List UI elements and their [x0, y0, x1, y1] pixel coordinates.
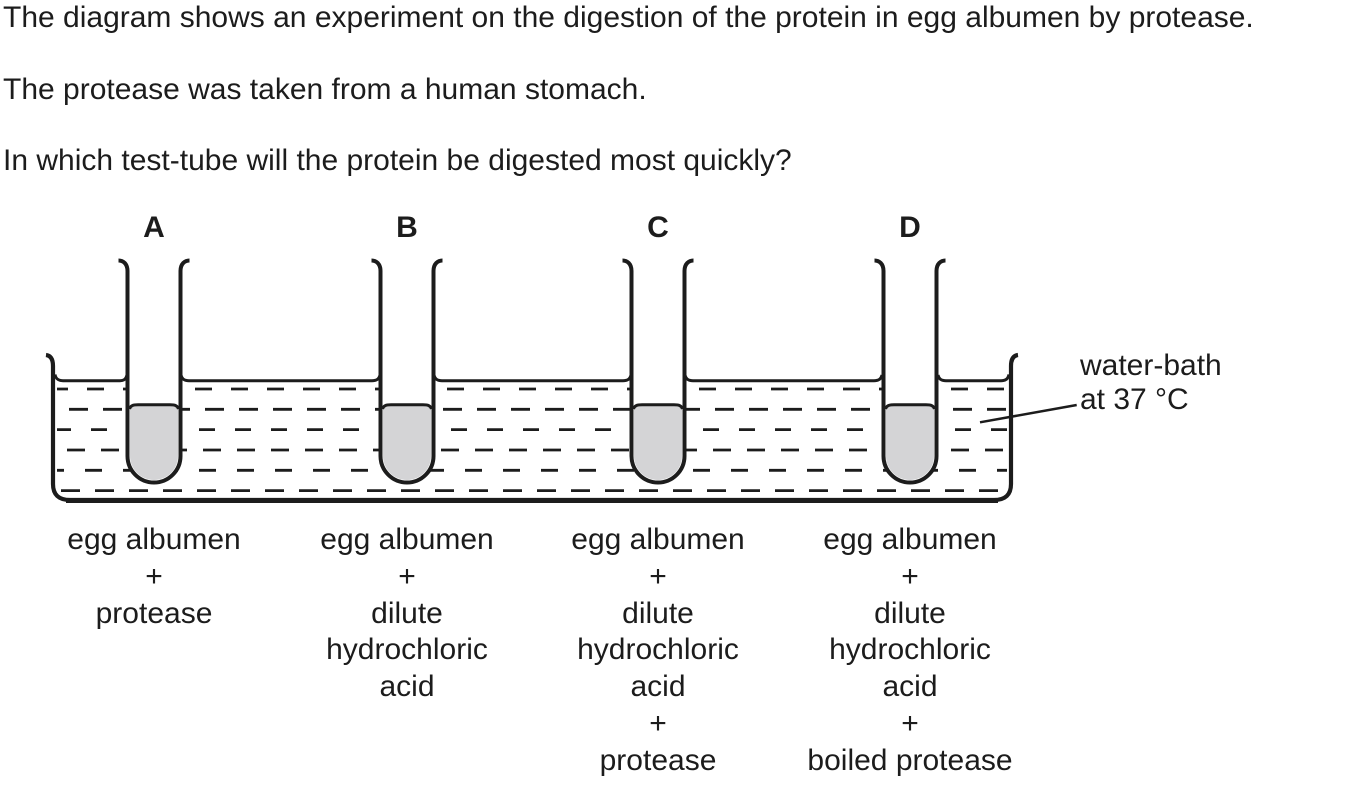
tube-label-d: D — [899, 211, 921, 244]
water-bath-annotation: water-bath at 37 °C — [1080, 349, 1222, 417]
contents-line: hydrochloric — [577, 633, 739, 667]
water-bath-pointer-line — [979, 403, 1077, 424]
contents-line: acid — [379, 670, 435, 703]
contents-line: + — [145, 559, 163, 593]
contents-line: + — [398, 559, 416, 593]
water-surface-line — [53, 374, 1011, 383]
test-tube-a — [116, 258, 192, 485]
question-line-2: The protease was taken from a human stom… — [3, 73, 647, 106]
question-line-1: The diagram shows an experiment on the d… — [3, 1, 1254, 34]
contents-line: + — [901, 706, 919, 740]
test-tube-b — [369, 258, 445, 485]
test-tube-d — [872, 258, 948, 485]
contents-line: egg albumen — [320, 523, 494, 556]
water-bath-annotation-line-1: water-bath — [1080, 349, 1222, 382]
water-bath-annotation-line-2: at 37 °C — [1080, 383, 1189, 416]
contents-line: + — [901, 559, 919, 593]
contents-line: egg albumen — [67, 523, 241, 556]
tube-label-b: B — [396, 211, 418, 244]
contents-line: dilute — [874, 596, 946, 630]
water-dash-rows — [57, 387, 1007, 493]
contents-line: acid — [882, 670, 938, 703]
contents-line: dilute — [371, 596, 443, 630]
tube-label-a: A — [143, 211, 165, 244]
question-line-3: In which test-tube will the protein be d… — [3, 144, 792, 177]
contents-line: hydrochloric — [326, 633, 488, 667]
tube-label-c: C — [647, 211, 669, 244]
contents-line: + — [649, 706, 667, 740]
contents-line: acid — [630, 670, 686, 703]
contents-line: protease — [599, 743, 717, 777]
contents-line: protease — [95, 596, 213, 630]
contents-line: egg albumen — [571, 523, 745, 556]
test-tube-c — [620, 258, 696, 485]
water-bath-outline — [45, 352, 1019, 503]
contents-line: hydrochloric — [829, 633, 991, 667]
contents-line: egg albumen — [823, 523, 997, 556]
contents-line: dilute — [622, 596, 694, 630]
contents-line: boiled protease — [807, 743, 1013, 777]
tube-contents-a: egg albumen+protease — [67, 522, 240, 632]
contents-line: + — [649, 559, 667, 593]
